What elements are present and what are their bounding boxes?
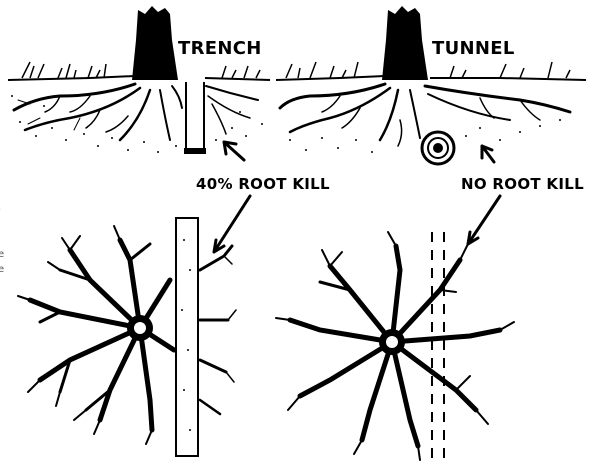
trench-strip (176, 218, 198, 456)
trench-plan-cut-roots (200, 246, 236, 414)
edge-text-fragment: e (0, 264, 4, 275)
tunnel-grass-tufts (286, 62, 570, 78)
tunnel-label: TUNNEL (432, 38, 515, 59)
trench-plan-view (18, 196, 250, 456)
tunnel-tree-trunk (382, 6, 428, 80)
tunnel-bore (422, 132, 454, 164)
trench-result-arrow (214, 196, 250, 252)
trench-result-label: 40% ROOT KILL (196, 175, 330, 193)
tunnel-result-arrow (468, 196, 500, 244)
trench-arrow (224, 142, 244, 160)
edge-text-fragment: e (0, 249, 4, 260)
edge-text-fragment: · (0, 205, 1, 216)
trench-roots (14, 84, 258, 140)
tunnel-plan-view (276, 196, 514, 464)
tunnel-path-dashes (432, 232, 444, 464)
trench-tree-trunk (132, 6, 178, 80)
tunnel-arrow (482, 146, 494, 162)
trench-label: TRENCH (178, 38, 262, 59)
tunnel-result-label: NO ROOT KILL (461, 175, 584, 193)
trench-cut (186, 82, 204, 150)
trench-profile (8, 6, 270, 160)
tunnel-profile (276, 6, 586, 164)
